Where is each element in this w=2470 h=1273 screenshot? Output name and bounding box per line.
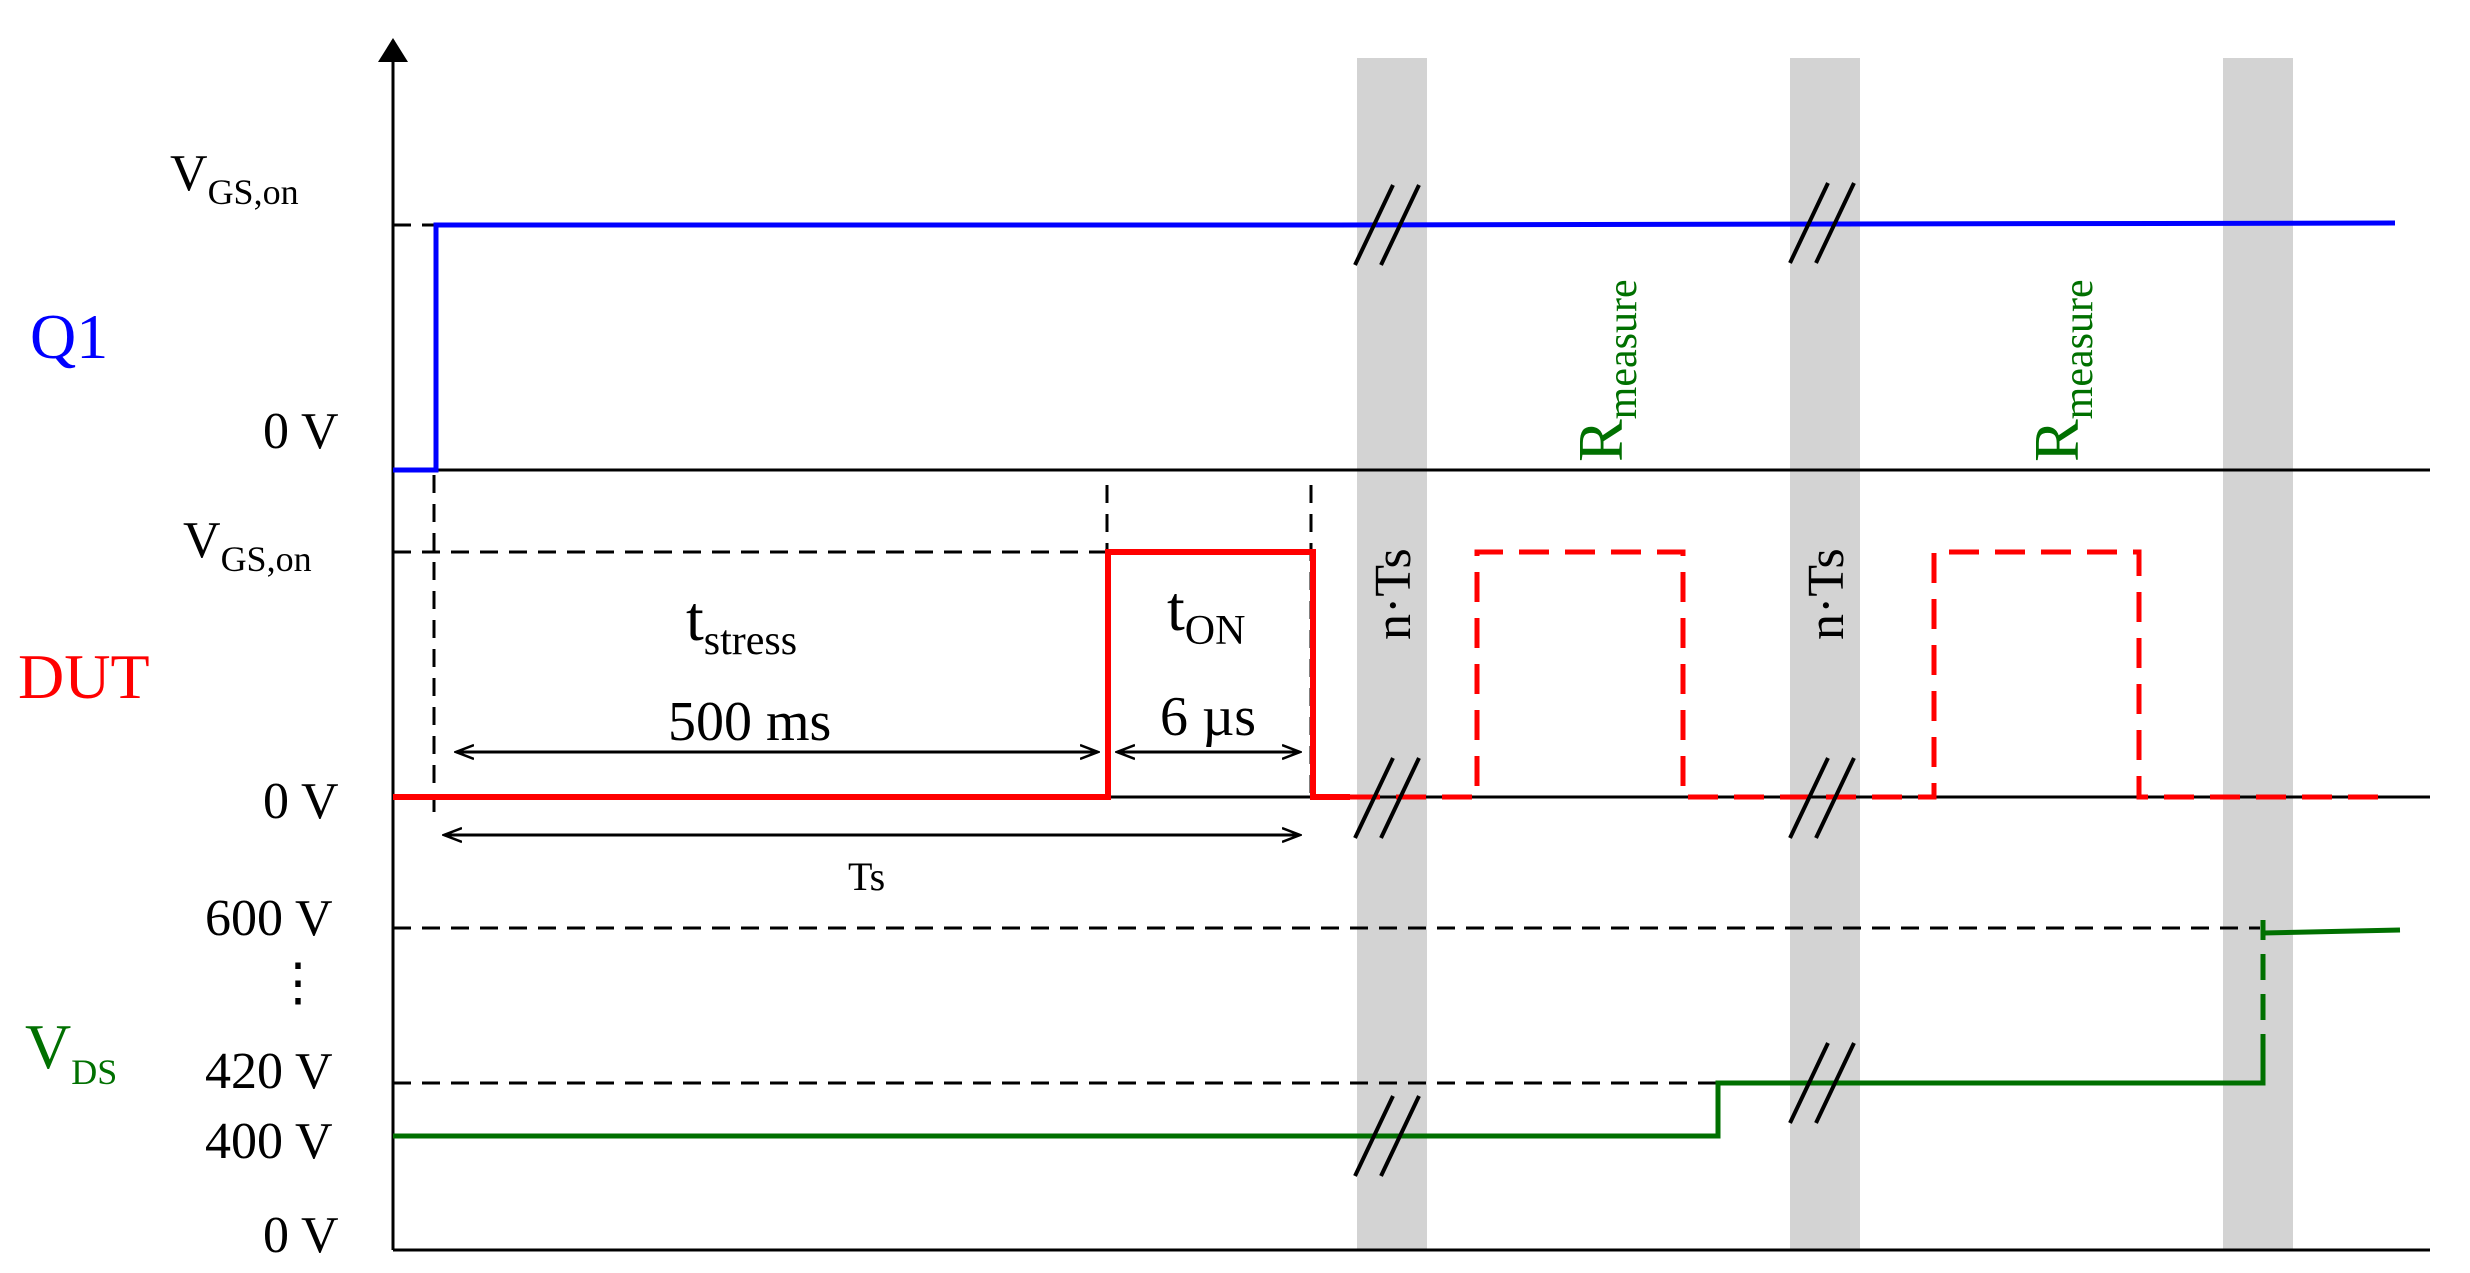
q1-high-label-main: V: [170, 145, 208, 202]
reference-lines: [393, 223, 2260, 1085]
time-break-band-1: [1357, 58, 1427, 1250]
gap-label-1: n·Ts: [1365, 548, 1422, 640]
vds-trace-solid-1: [393, 1060, 2266, 1139]
vds-420-label: 420 V: [205, 1043, 333, 1100]
dut-zero-label: 0 V: [263, 773, 339, 830]
time-break-bands: [1357, 58, 2293, 1250]
vds-label-main: V: [25, 1011, 71, 1082]
q1-waveform: [393, 220, 2396, 473]
dut-high-label: VGS,on: [183, 512, 312, 579]
t-stress-value: 500 ms: [668, 691, 831, 753]
t-stress-label: tstress: [686, 583, 797, 664]
t-on-label-main: t: [1167, 573, 1185, 644]
signal-names: Q1 DUT VDS: [18, 301, 150, 1092]
r-measure-label-2-sub: measure: [2056, 279, 2102, 419]
break-mark-vds-1: [1353, 1095, 1421, 1177]
period-label: Ts: [848, 854, 885, 899]
dut-trace-solid: [393, 549, 1350, 800]
break-mark-q1-2: [1788, 182, 1856, 264]
vds-zero-label: 0 V: [263, 1207, 339, 1264]
r-measure-label-1-sub: measure: [1600, 279, 1646, 419]
time-break-band-3: [2223, 58, 2293, 1250]
t-on-label-sub: ON: [1185, 608, 1246, 654]
vds-waveform: [393, 920, 2401, 1139]
break-mark-dut-2: [1788, 757, 1856, 839]
t-stress-label-sub: stress: [704, 618, 797, 664]
q1-trace: [393, 220, 2396, 473]
vds-600-label: 600 V: [205, 890, 333, 947]
break-mark-vds-2: [1788, 1042, 1856, 1124]
r-measure-label-1-main: R: [1565, 419, 1636, 462]
r-measure-label-1: Rmeasure: [1565, 279, 1646, 462]
dut-high-label-sub: GS,on: [221, 539, 312, 579]
gap-label-2: n·Ts: [1798, 548, 1855, 640]
vds-signal-label: VDS: [25, 1011, 117, 1092]
q1-high-label: VGS,on: [170, 145, 299, 212]
vds-trace-solid-2: [2262, 927, 2401, 936]
timing-annotations: tstress 500 ms tON 6 µs Ts n·Ts n·Ts Rme…: [668, 279, 2102, 899]
t-stress-label-main: t: [686, 583, 704, 654]
r-measure-label-2: Rmeasure: [2021, 279, 2102, 462]
t-on-label: tON: [1167, 573, 1245, 654]
vds-400-label: 400 V: [205, 1113, 333, 1170]
dut-high-label-main: V: [183, 512, 221, 569]
break-mark-q1-1: [1353, 184, 1421, 266]
q1-zero-label: 0 V: [263, 403, 339, 460]
break-marks: [1353, 182, 1856, 1177]
level-labels: VGS,on 0 V VGS,on 0 V 600 V ⋮ 420 V 400 …: [170, 145, 339, 1264]
q1-high-label-sub: GS,on: [208, 172, 299, 212]
r-measure-label-2-main: R: [2021, 419, 2092, 462]
vds-ellipsis: ⋮: [272, 955, 324, 1012]
dimension-arrows: [444, 752, 1300, 835]
vds-label-sub: DS: [71, 1052, 117, 1092]
q1-signal-label: Q1: [30, 301, 108, 372]
break-mark-dut-1: [1353, 757, 1421, 839]
t-on-value: 6 µs: [1160, 686, 1256, 748]
dut-signal-label: DUT: [18, 641, 150, 712]
